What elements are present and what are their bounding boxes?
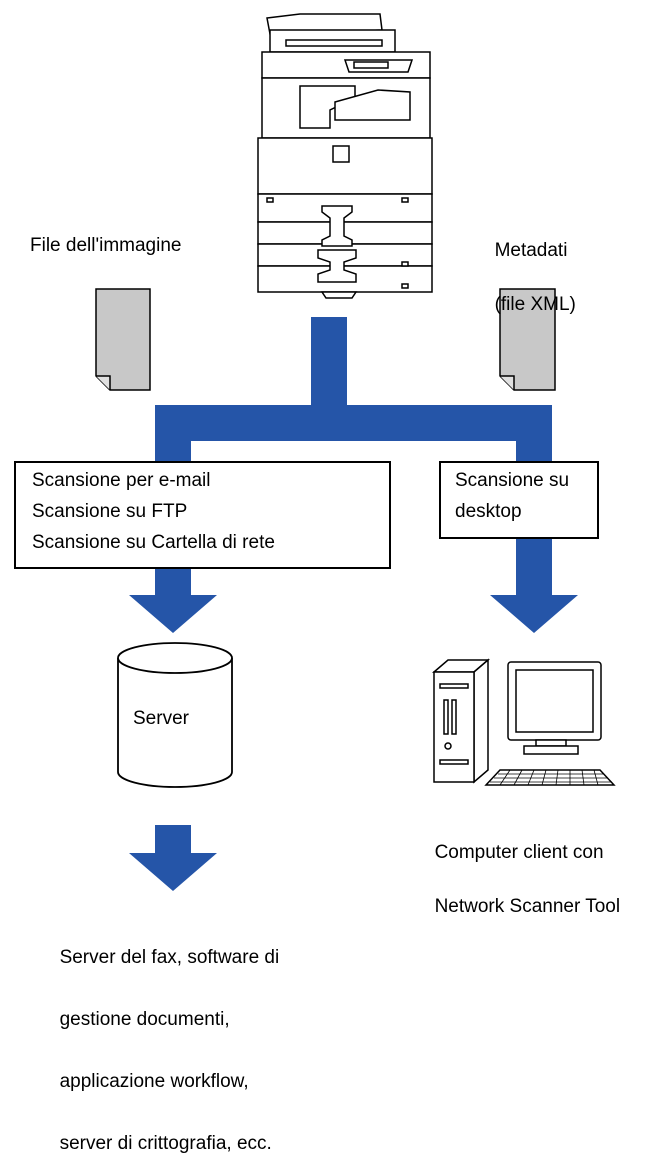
scan-desktop-label-line: desktop — [455, 501, 522, 522]
downstream-apps-line: server di crittografia, ecc. — [59, 1133, 272, 1154]
document-icon — [95, 288, 151, 391]
server-cylinder-icon — [117, 642, 233, 788]
client-computer-label: Computer client con Network Scanner Tool — [424, 812, 621, 920]
server-label: Server — [133, 708, 189, 729]
client-computer-label-line: Network Scanner Tool — [434, 896, 621, 917]
metadata-label-line: Metadati — [494, 240, 568, 261]
scan-ftp-label: Scansione su FTP — [32, 501, 188, 522]
downstream-apps-label: Server del fax, software di gestione doc… — [49, 911, 280, 1159]
downstream-apps-line: applicazione workflow, — [59, 1071, 249, 1092]
scan-destinations-box: Scansione per e-mail Scansione su FTP Sc… — [14, 461, 391, 569]
arrow-down-left — [129, 567, 217, 633]
scan-network-folder-label: Scansione su Cartella di rete — [32, 532, 275, 553]
metadata-label-line: (file XML) — [494, 294, 576, 315]
arrow-down-right — [490, 538, 578, 633]
desktop-computer-icon — [431, 658, 616, 786]
downstream-apps-line: Server del fax, software di — [59, 947, 280, 968]
image-file-label: File dell'immagine — [30, 235, 182, 256]
flow-connector — [155, 317, 552, 465]
scan-email-label: Scansione per e-mail — [32, 470, 211, 491]
document-icon — [499, 288, 556, 391]
scan-desktop-label-line: Scansione su — [455, 470, 570, 491]
scan-desktop-box: Scansione su desktop — [439, 461, 599, 539]
client-computer-label-line: Computer client con — [434, 842, 604, 863]
downstream-apps-line: gestione documenti, — [59, 1009, 230, 1030]
arrow-down-bottom — [129, 825, 217, 891]
mfp-printer-icon — [257, 13, 433, 299]
metadata-label: Metadati (file XML) — [484, 210, 576, 318]
diagram-graphics — [95, 13, 616, 891]
